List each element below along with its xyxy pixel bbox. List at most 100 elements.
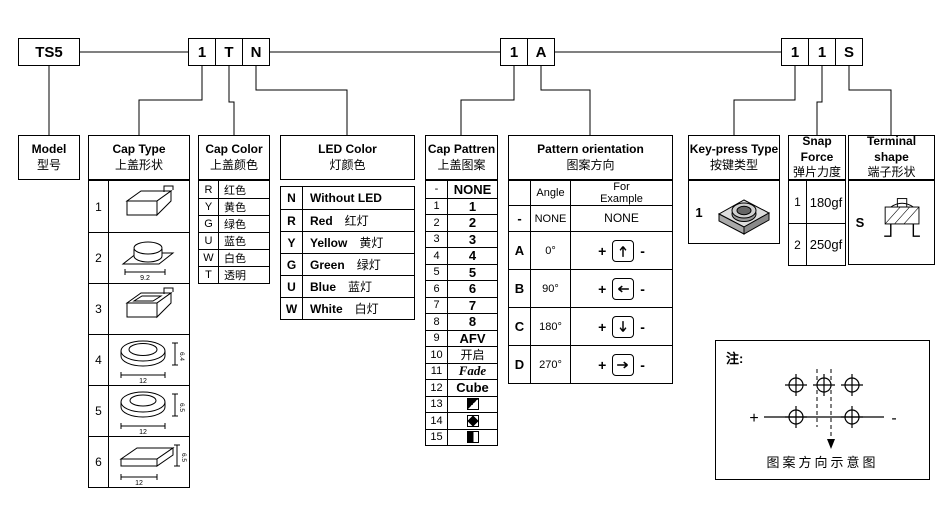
cap-pattern-code: 15 <box>426 429 448 445</box>
cap-type-title-en: Cap Type <box>112 141 166 156</box>
cap-pattern-value <box>448 413 497 429</box>
cap-type-title-zh: 上盖形状 <box>114 157 163 172</box>
led-color-label-zh: 红灯 <box>344 214 369 228</box>
key-press-title-zh: 按键类型 <box>709 157 758 172</box>
plus-sign: + <box>598 356 607 373</box>
cap-pattern-row: 6 6 <box>426 280 497 297</box>
orientation-example: NONE <box>604 210 639 225</box>
terminal-illustration <box>871 181 934 264</box>
black-diamond-icon <box>466 414 479 427</box>
cap-type-row-1: 1 <box>89 181 189 232</box>
cap-illustration-round-knob: 9.2 <box>109 233 189 283</box>
snap-force-table: 1 180gf 2 250gf <box>788 180 846 266</box>
cap-pattern-value: 1 <box>468 198 477 214</box>
cap-color-row: G 绿色 <box>199 215 269 232</box>
led-color-label-en: Green <box>310 257 345 272</box>
cap-pattern-value: Fade <box>458 363 487 379</box>
key-press-title-en: Key-press Type <box>689 141 779 156</box>
svg-text:6.5: 6.5 <box>180 453 187 462</box>
svg-text:+: + <box>749 410 758 427</box>
orientation-example: + - <box>571 270 672 307</box>
led-color-label: White 白灯 <box>303 298 414 319</box>
svg-text:12: 12 <box>139 429 147 436</box>
cap-type-header: Cap Type 上盖形状 <box>88 135 190 180</box>
orientation-row-a: A 0° + - <box>509 231 672 269</box>
code-box-model: TS5 <box>18 38 80 66</box>
cap-pattern-value: 7 <box>468 297 477 313</box>
model-header: Model 型号 <box>18 135 80 180</box>
snap-force-code: 1 <box>789 181 807 223</box>
led-color-label-en: Blue <box>310 279 337 294</box>
terminal-code: S <box>855 215 865 230</box>
svg-text:12: 12 <box>139 378 147 385</box>
led-color-label-en: Yellow <box>310 235 348 250</box>
cap-pattern-code: 7 <box>426 297 448 313</box>
orientation-row-b: B 90° + - <box>509 269 672 307</box>
snap-force-title-en: Snap Force <box>800 134 834 164</box>
svg-text:12: 12 <box>135 480 143 487</box>
cap-pattern-value: AFV <box>459 330 486 346</box>
led-color-code: U <box>281 276 303 297</box>
orientation-angle-col: Angle <box>531 181 571 205</box>
cap-pattern-value: 开启 <box>460 348 485 363</box>
cap-pattern-row: 8 8 <box>426 313 497 330</box>
cap-pattern-code: 4 <box>426 248 448 264</box>
cap-color-row: R 红色 <box>199 181 269 198</box>
snap-force-header: Snap Force 弹片力度 <box>788 134 846 180</box>
code-box-key-press: 1 <box>781 38 809 66</box>
orientation-angle: 180° <box>531 308 571 345</box>
led-color-row: R Red 红灯 <box>281 209 414 231</box>
cap-color-table: R 红色 Y 黄色 G 绿色 U 蓝色 W 白色 T 透明 <box>198 180 270 284</box>
cap-color-label: 红色 <box>224 184 246 197</box>
cap-pattern-title-zh: 上盖图案 <box>437 157 486 172</box>
cap-pattern-row: 7 7 <box>426 296 497 313</box>
cap-pattern-row: 9 AFV <box>426 329 497 346</box>
cap-type-row-2: 2 9.2 <box>89 232 189 283</box>
cap-pattern-row: - NONE <box>426 181 497 198</box>
cap-pattern-value: 5 <box>468 264 477 280</box>
led-color-title-en: LED Color <box>318 141 377 156</box>
cap-type-code: 1 <box>89 181 109 232</box>
cap-color-code: T <box>199 267 219 283</box>
cap-pattern-value: NONE <box>453 181 492 197</box>
cap-type-row-3: 3 <box>89 283 189 334</box>
cap-pattern-title-en: Cap Pattren <box>427 141 496 156</box>
cap-type-table: 1 2 9.2 <box>88 180 190 488</box>
led-color-label: Green 绿灯 <box>303 254 414 275</box>
diagonal-half-filled-square-icon <box>466 398 479 411</box>
terminal-title-en: Terminal shape <box>866 134 917 164</box>
pattern-orientation-title-en: Pattern orientation <box>537 141 644 156</box>
snap-force-row: 2 250gf <box>789 223 845 265</box>
cap-illustration-square-flat: 12 6.5 <box>109 437 191 487</box>
code-box-terminal: S <box>835 38 863 66</box>
cap-pattern-header: Cap Pattren 上盖图案 <box>425 135 498 180</box>
led-color-code: R <box>281 210 303 231</box>
key-press-illustration <box>709 181 779 243</box>
note-caption: 图案方向示意图 <box>766 455 879 470</box>
cap-pattern-code: 8 <box>426 314 448 330</box>
code-box-led-color: N <box>242 38 270 66</box>
cap-pattern-code: 11 <box>426 363 448 379</box>
snap-force-code: 2 <box>789 224 807 265</box>
arrow-up-icon <box>612 239 635 262</box>
cap-color-title-en: Cap Color <box>205 141 263 156</box>
cap-color-header: Cap Color 上盖颜色 <box>198 135 270 180</box>
cap-type-code: 3 <box>89 284 109 334</box>
terminal-title-zh: 端子形状 <box>867 165 916 180</box>
arrow-right-icon <box>612 353 635 376</box>
cap-pattern-value: 6 <box>468 281 477 297</box>
cap-color-code: W <box>199 250 219 266</box>
led-color-table: N Without LED R Red 红灯 Y Yellow 黄灯 G Gre… <box>280 186 415 320</box>
led-color-label-en: Red <box>310 213 333 228</box>
svg-text:-: - <box>891 410 896 427</box>
cap-pattern-value <box>448 430 497 446</box>
cap-pattern-code: 3 <box>426 231 448 247</box>
orientation-code: - <box>509 206 531 231</box>
svg-text:9.2: 9.2 <box>140 275 150 282</box>
note-label: 注: <box>726 351 744 366</box>
minus-sign: - <box>640 318 645 335</box>
cap-type-code: 5 <box>89 386 109 436</box>
orientation-example: + - <box>571 308 672 345</box>
cap-pattern-table: - NONE 1 1 2 2 3 3 4 4 5 5 6 6 7 7 <box>425 180 498 446</box>
